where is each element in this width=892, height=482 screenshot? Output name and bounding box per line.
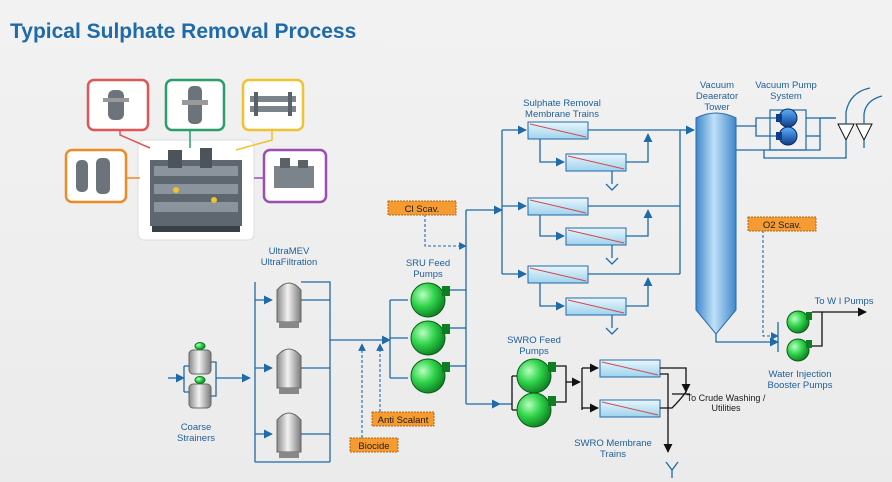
main-plant-structure-icon	[150, 148, 242, 232]
biocide-label: Biocide	[358, 441, 389, 452]
column-green-icon	[182, 86, 208, 124]
swro-feed-pumps	[500, 358, 581, 428]
to-wi-pumps-label: To W I Pumps	[814, 296, 873, 307]
anti-scalant-tag	[371, 411, 435, 427]
o2-scav-dosing	[762, 230, 779, 340]
to-crude-label-2: Utilities	[711, 403, 741, 413]
coarse-strainers-label-1: Coarse	[181, 422, 212, 433]
o2-scav-tag	[747, 216, 817, 232]
to-crude-label-1: To Crude Washing /	[687, 393, 766, 403]
uf-label-2: UltraFiltration	[261, 257, 318, 268]
vacuum-pump-label-2: System	[770, 91, 802, 102]
cl-scav-dosing	[424, 214, 467, 250]
cl-scav-tag	[387, 200, 457, 216]
swro-membrane-trains	[581, 359, 691, 478]
equipment-thumbnails	[64, 78, 328, 241]
tower-label-3: Tower	[704, 102, 729, 113]
uf-vessel-2	[276, 348, 302, 394]
wi-booster-pumps	[777, 307, 867, 362]
wi-booster-label-2: Booster Pumps	[768, 380, 833, 391]
vacuum-separators	[763, 87, 883, 159]
swro-pump-2	[516, 392, 556, 428]
uf-label-1: UltraMEV	[269, 246, 310, 257]
vacuum-pump-1	[776, 108, 798, 128]
biocide-tag	[349, 437, 399, 453]
thumbnail-yellow	[241, 78, 305, 132]
sru-pump-2	[410, 320, 450, 356]
swro-membrane-label-1: SWRO Membrane	[574, 438, 652, 449]
tower-label-1: Vacuum	[700, 80, 734, 91]
pipe-rack-yellow-icon	[250, 92, 296, 116]
swro-feed-label-2: Pumps	[519, 346, 549, 357]
vessel-red-icon	[103, 90, 129, 120]
page-title: Typical Sulphate Removal Process	[10, 20, 357, 43]
wi-booster-label-1: Water Injection	[768, 369, 831, 380]
sru-feed-label-1: SRU Feed	[406, 258, 450, 269]
swro-membrane-label-2: Trains	[600, 449, 626, 460]
swro-feed-label-1: SWRO Feed	[507, 335, 561, 346]
wi-pump-2	[786, 338, 812, 362]
sru-pump-3	[410, 358, 450, 394]
uf-vessel-1	[276, 282, 302, 328]
vacuum-pump-label-1: Vacuum Pump	[755, 80, 817, 91]
filters-orange-icon	[76, 158, 110, 194]
anti-scalant-label: Anti Scalant	[378, 415, 429, 426]
uf-vessel-3	[276, 412, 302, 458]
skid-purple-icon	[274, 158, 314, 188]
vacuum-pump-2	[776, 126, 798, 146]
wi-pump-1	[786, 310, 812, 334]
sru-trains-label-2: Membrane Trains	[525, 109, 599, 120]
sru-feed-label-2: Pumps	[413, 269, 443, 280]
cl-scav-label: Cl Scav.	[405, 204, 440, 215]
sulphate-removal-trains	[501, 121, 695, 335]
sru-trains-label-1: Sulphate Removal	[523, 98, 601, 109]
coarse-strainers-label-2: Strainers	[177, 433, 215, 444]
sru-feed-pumps	[389, 205, 503, 409]
vacuum-pump-system	[763, 87, 883, 159]
sru-pump-1	[410, 282, 450, 318]
o2-scav-label: O2 Scav.	[763, 220, 801, 231]
coarse-strainers	[168, 342, 251, 409]
ultrafiltration-vessels	[254, 281, 391, 463]
tower-label-2: Deaerator	[696, 91, 738, 102]
swro-pump-1	[516, 358, 556, 394]
